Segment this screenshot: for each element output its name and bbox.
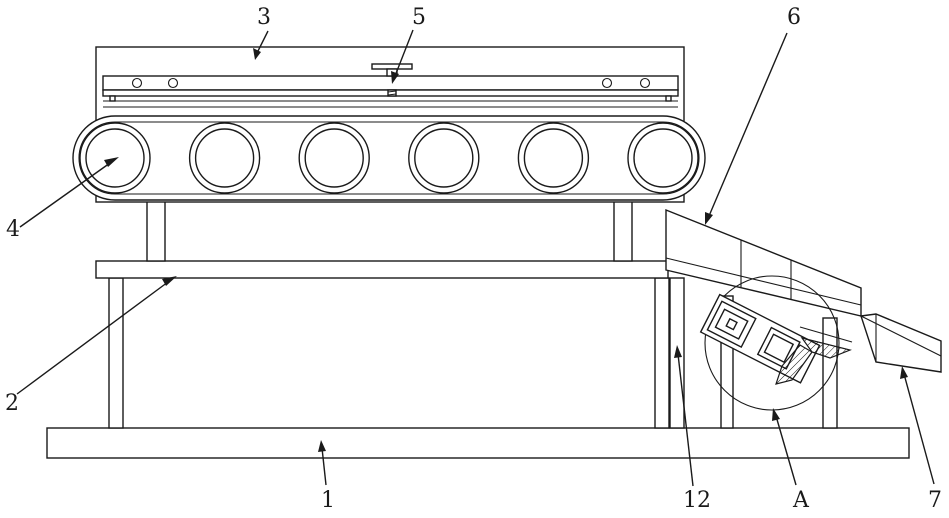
guide-pin — [666, 96, 671, 101]
label-12: 12 — [683, 488, 711, 513]
top-rail — [103, 76, 678, 90]
label-1: 1 — [321, 488, 335, 513]
roller-inner — [634, 129, 692, 187]
label-a: A — [792, 488, 810, 513]
label-5: 5 — [412, 5, 426, 30]
roller-inner — [524, 129, 582, 187]
detail-mechanism — [701, 295, 820, 383]
label-3: 3 — [257, 5, 271, 30]
label-2: 2 — [5, 391, 19, 416]
conveyor-belt — [73, 116, 705, 200]
roller-inner — [305, 129, 363, 187]
chute-upper — [666, 210, 861, 316]
label-6: 6 — [787, 5, 801, 30]
roller-inner — [415, 129, 473, 187]
guide-pin — [110, 96, 115, 101]
platform-leg-right — [655, 278, 669, 428]
frame-post-left — [147, 201, 165, 261]
label-7: 7 — [928, 488, 942, 513]
base-plate — [47, 428, 909, 458]
roller-inner — [196, 129, 254, 187]
leader-2 — [17, 276, 177, 394]
leader-7 — [900, 366, 934, 484]
frame-post-right — [614, 201, 632, 261]
platform — [96, 261, 668, 278]
leader-6 — [705, 33, 787, 225]
platform-leg-left — [109, 278, 123, 428]
label-4: 4 — [6, 217, 20, 242]
chute-extension — [861, 314, 941, 372]
